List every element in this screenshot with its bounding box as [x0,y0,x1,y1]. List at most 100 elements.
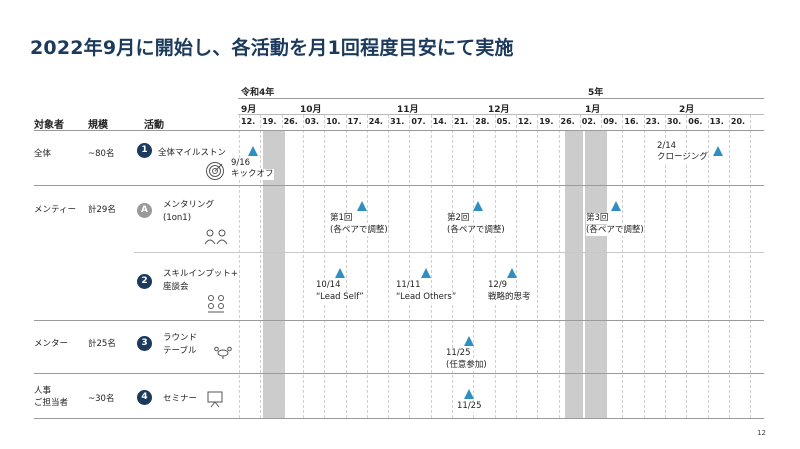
day-label: 07. [411,117,426,126]
people-talking-icon [204,229,228,245]
day-label: 12. [517,117,533,126]
mentoring-3-note: (各ペアで調整) [586,225,644,236]
seminar-date: 11/25 [457,401,482,412]
header-divider [238,98,764,99]
day-label: 23. [645,117,660,126]
day-label: 17. [347,117,362,126]
skill-2-title: “Lead Others” [396,292,457,303]
grid-line [473,115,475,418]
kickoff-label: キックオフ [231,169,274,180]
day-label: 19. [539,117,554,126]
row1-number-badge: 1 [137,143,152,158]
month-label: 12月 [488,105,510,115]
roundtable-marker [464,336,474,346]
skill-1-date: 10/14 [316,280,341,291]
grid-line [366,115,368,418]
grid-line [345,115,347,418]
header-target: 対象者 [34,120,64,131]
skill-marker-3 [507,268,517,278]
skill-1-title: “Lead Self” [316,292,364,303]
month-label: 2月 [679,105,695,115]
row3-number-badge: 2 [137,274,152,289]
grid-line [430,115,432,418]
row5-target-line1: 人事 [34,386,52,396]
round-table-icon [214,346,232,359]
seminar-marker [464,389,474,399]
grid-line [409,115,411,418]
mentoring-marker-2 [473,201,483,211]
skill-3-date: 12/9 [488,280,508,291]
grid-line [452,115,453,418]
day-label: 28. [475,117,490,126]
milestone-marker-kickoff [248,146,258,156]
row2-activity-line1: メンタリング [163,200,215,210]
skill-3-title: 戦略的思考 [488,292,531,303]
mentoring-1-title: 第1回 [330,213,353,224]
month-label: 10月 [300,105,322,115]
day-label: 19. [262,117,277,126]
row4-scale: 計25名 [88,339,116,349]
day-label: 12. [241,117,256,126]
mentoring-1-note: (各ペアで調整) [330,225,388,236]
row2-activity-line2: (1on1) [163,213,192,223]
mentoring-3-title: 第3回 [586,213,609,224]
day-label: 14. [432,117,447,126]
grid-line [707,115,709,418]
kickoff-date: 9/16 [231,158,251,169]
grid-line [601,115,603,418]
skill-marker-2 [421,268,431,278]
grid-line [239,115,240,418]
group-icon [208,295,224,313]
row5-number-badge: 4 [137,390,152,405]
row-divider [34,130,764,131]
row-divider [34,373,764,374]
mentoring-marker-1 [357,201,367,211]
row5-scale: ~30名 [88,394,115,404]
year-label-r5: 5年 [588,88,604,98]
month-label: 11月 [397,105,419,115]
page-title: 2022年9月に開始し、各活動を月1回程度目安にて実施 [30,37,514,59]
grid-line [281,115,283,418]
grid-line [665,115,666,418]
row1-target: 全体 [34,149,52,159]
grid-line [302,115,304,418]
grid-line [388,115,390,418]
month-divider [238,114,764,115]
day-label: 26. [283,117,298,126]
day-label: 03. [304,117,320,126]
target-icon [206,162,224,180]
skill-marker-1 [335,268,345,278]
grid-line [728,115,730,418]
month-label: 9月 [241,105,257,115]
grid-line [750,115,752,418]
day-label: 20. [730,117,746,126]
grid-line [324,115,326,418]
roundtable-note: (任意参加) [446,360,487,371]
row5-activity: セミナー [163,394,198,404]
row2-scale: 計29名 [88,205,116,215]
milestone-marker-closing [713,146,723,156]
row1-scale: ~80名 [88,149,115,159]
day-label: 31. [390,117,405,126]
day-label: 09. [603,117,618,126]
grid-line [494,115,496,418]
roundtable-date: 11/25 [446,348,471,359]
row4-number-badge: 3 [137,336,152,351]
day-label: 26. [560,117,575,126]
grid-line [622,115,624,418]
grid-line [515,115,517,418]
row-divider [134,252,764,253]
day-label: 21. [454,117,469,126]
row1-activity: 全体マイルストン [158,148,227,158]
skill-2-date: 11/11 [396,280,421,291]
mentoring-2-note: (各ペアで調整) [447,225,505,236]
grid-line [579,115,581,418]
day-label: 10. [326,117,341,126]
day-label: 02. [581,117,596,126]
page-number: 12 [757,429,766,437]
header-scale: 規模 [88,120,108,131]
grid-line [537,115,539,418]
shaded-week-1 [263,130,285,418]
month-label: 1月 [585,105,601,115]
row3-activity-line1: スキルインプット+ [163,269,238,279]
